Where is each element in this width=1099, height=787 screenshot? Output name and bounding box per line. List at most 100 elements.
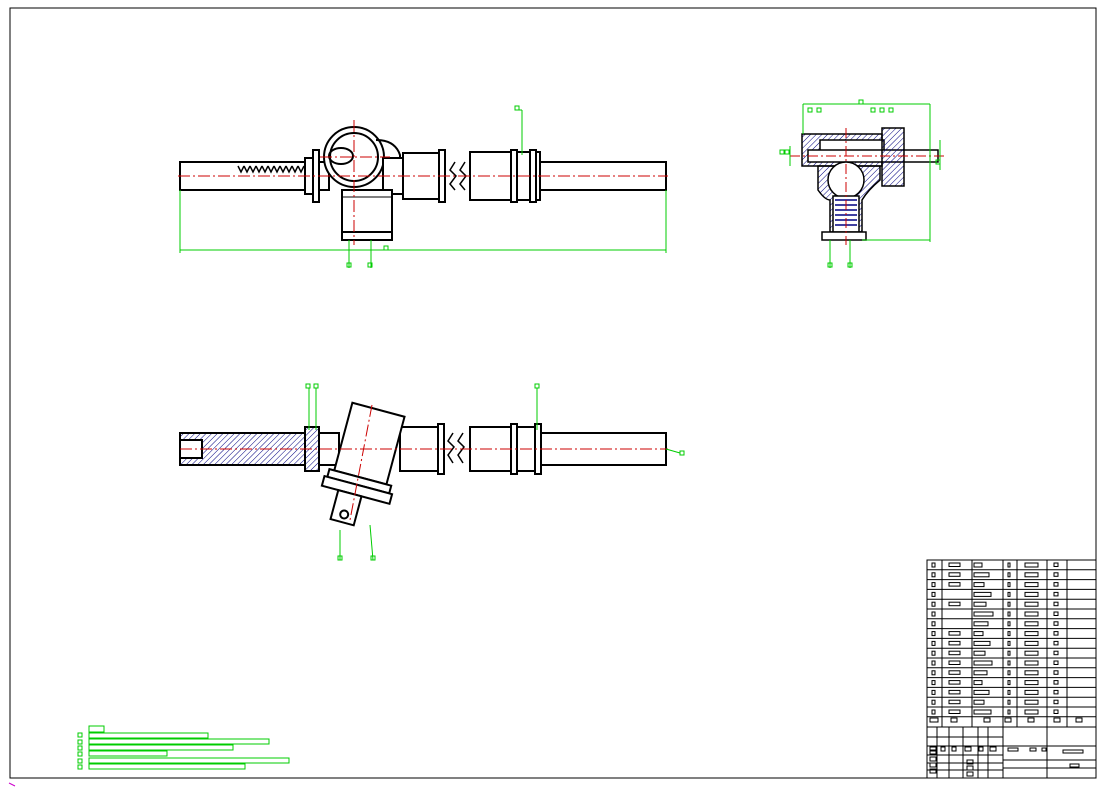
rack-teeth bbox=[237, 165, 305, 174]
material-cell bbox=[1024, 670, 1039, 676]
item-number-cell bbox=[931, 640, 936, 646]
header-cell bbox=[1004, 717, 1012, 723]
quantity-cell bbox=[1007, 611, 1011, 617]
weight-cell bbox=[1053, 582, 1059, 587]
header-cell bbox=[1027, 717, 1035, 723]
weight-cell bbox=[1053, 631, 1059, 636]
corner-marker bbox=[8, 782, 16, 787]
signature-cell bbox=[940, 746, 946, 752]
quantity-cell bbox=[1007, 562, 1011, 568]
material-cell bbox=[1024, 591, 1039, 597]
item-number-cell bbox=[931, 601, 936, 607]
part-name-cell bbox=[973, 611, 994, 617]
part-code-cell bbox=[948, 680, 961, 685]
weight-cell bbox=[1053, 680, 1059, 685]
item-number-cell bbox=[931, 689, 936, 695]
rack-tooth bbox=[261, 165, 269, 174]
front-view-dimensions bbox=[179, 105, 667, 268]
drawing-border bbox=[9, 7, 1097, 779]
bottom-view-dimensions bbox=[305, 383, 685, 561]
material-cell bbox=[1024, 689, 1039, 695]
weight-cell bbox=[1053, 689, 1059, 695]
item-number-cell bbox=[931, 680, 936, 686]
title-block bbox=[926, 559, 1097, 779]
weight-cell bbox=[1053, 621, 1059, 626]
part-name-cell bbox=[973, 582, 985, 588]
part-code-cell bbox=[948, 582, 961, 587]
rack-tooth bbox=[237, 165, 245, 174]
material-cell bbox=[1024, 611, 1039, 617]
front-view bbox=[179, 126, 667, 241]
signature-cell bbox=[978, 746, 984, 752]
part-name-cell bbox=[973, 689, 990, 695]
weight-cell bbox=[1053, 670, 1059, 675]
material-cell bbox=[1024, 621, 1039, 627]
part-name-cell bbox=[973, 660, 993, 666]
part-name-cell bbox=[973, 680, 983, 686]
date-cell bbox=[966, 771, 974, 777]
weight-cell bbox=[1053, 611, 1059, 616]
scale-cell bbox=[1007, 747, 1019, 752]
part-code-cell bbox=[948, 562, 961, 567]
item-number-cell bbox=[931, 631, 936, 637]
material-cell bbox=[1024, 601, 1039, 607]
rack-tooth bbox=[273, 165, 281, 174]
quantity-cell bbox=[1007, 680, 1011, 686]
date-cell bbox=[966, 765, 974, 771]
item-number-cell bbox=[931, 709, 936, 715]
item-number-cell bbox=[931, 660, 936, 666]
item-number-cell bbox=[931, 562, 936, 568]
part-code-cell bbox=[948, 640, 961, 646]
quantity-cell bbox=[1007, 621, 1011, 627]
quantity-cell bbox=[1007, 670, 1011, 676]
bottom-view-centerlines bbox=[180, 404, 668, 521]
quantity-cell bbox=[1007, 689, 1011, 695]
item-number-cell bbox=[931, 572, 936, 578]
header-cell bbox=[929, 717, 939, 723]
weight-cell bbox=[1053, 650, 1059, 656]
part-code-cell bbox=[948, 572, 961, 577]
item-number-cell bbox=[931, 699, 936, 705]
quantity-cell bbox=[1007, 572, 1011, 578]
signature-cell bbox=[929, 756, 937, 762]
section-view bbox=[801, 127, 939, 241]
header-cell bbox=[1053, 717, 1061, 723]
part-name-cell bbox=[973, 670, 988, 676]
quantity-cell bbox=[1007, 631, 1011, 637]
part-code-cell bbox=[948, 660, 961, 665]
part-code-cell bbox=[948, 650, 961, 656]
part-name-cell bbox=[973, 640, 991, 646]
item-number-cell bbox=[931, 650, 936, 656]
weight-cell bbox=[1053, 660, 1059, 665]
rack-tooth bbox=[249, 165, 257, 174]
material-cell bbox=[1024, 631, 1039, 637]
part-name-cell bbox=[973, 650, 986, 656]
date-cell bbox=[966, 759, 974, 765]
part-code-cell bbox=[948, 670, 961, 675]
material-cell bbox=[1024, 650, 1039, 656]
drawing-title-cell bbox=[1062, 749, 1084, 754]
item-number-cell bbox=[931, 591, 936, 597]
quantity-cell bbox=[1007, 660, 1011, 666]
section-view-dimensions bbox=[779, 99, 941, 268]
rack-tooth bbox=[291, 165, 299, 174]
part-name-cell bbox=[973, 591, 992, 597]
scale-cell bbox=[1041, 747, 1047, 752]
quantity-cell bbox=[1007, 591, 1011, 597]
part-name-cell bbox=[973, 601, 987, 607]
item-number-cell bbox=[931, 582, 936, 588]
weight-cell bbox=[1053, 601, 1059, 607]
weight-cell bbox=[1053, 699, 1059, 705]
header-cell bbox=[983, 717, 991, 723]
part-code-cell bbox=[948, 689, 961, 695]
rack-tooth bbox=[297, 165, 305, 174]
material-cell bbox=[1024, 640, 1039, 646]
header-cell bbox=[950, 717, 958, 723]
rack-tooth bbox=[279, 165, 287, 174]
part-name-cell bbox=[973, 572, 990, 578]
material-cell bbox=[1024, 699, 1039, 705]
section-view-centerlines bbox=[790, 128, 945, 245]
title-block-frame bbox=[926, 559, 1097, 779]
scale-cell bbox=[1029, 747, 1037, 752]
